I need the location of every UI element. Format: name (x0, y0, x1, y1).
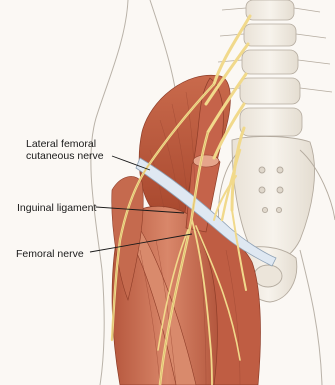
label-lfcn-line-1: Lateral femoral (26, 138, 104, 150)
label-lfcn-line-2: cutaneous nerve (26, 150, 104, 162)
label-inguinal-ligament: Inguinal ligament (17, 202, 96, 214)
label-femoral-nerve: Femoral nerve (16, 248, 84, 260)
label-lateral-femoral-cutaneous-nerve: Lateral femoral cutaneous nerve (26, 138, 104, 162)
